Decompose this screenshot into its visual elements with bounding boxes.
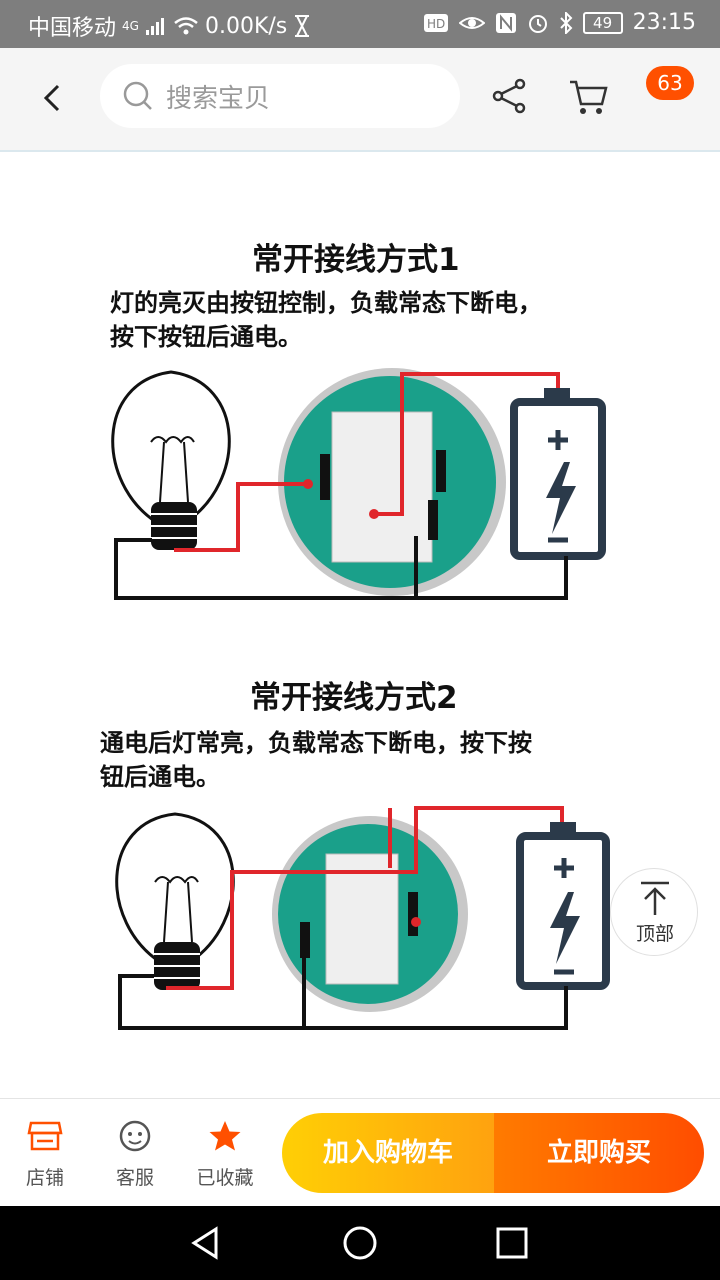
battery-level: 49 bbox=[593, 13, 613, 32]
nfc-icon bbox=[495, 12, 516, 33]
status-bar: 中国移动 4G 0.00K/s HD 49 23:15 bbox=[0, 0, 720, 48]
panel-1-desc-line1: 灯的亮灭由按钮控制，负载常态下断电， bbox=[110, 289, 542, 317]
nav-recents-icon[interactable] bbox=[492, 1223, 532, 1263]
service-icon bbox=[119, 1120, 151, 1152]
favorite-button[interactable]: 已收藏 bbox=[190, 1119, 260, 1190]
star-icon bbox=[209, 1121, 241, 1151]
nav-back-icon[interactable] bbox=[186, 1223, 226, 1263]
signal-icon bbox=[145, 18, 164, 35]
battery-indicator: 49 bbox=[582, 11, 623, 34]
shop-icon bbox=[27, 1121, 63, 1151]
arrow-up-icon bbox=[641, 881, 669, 915]
back-to-top-button[interactable]: 顶部 bbox=[610, 868, 698, 956]
chevron-left-icon bbox=[43, 84, 60, 112]
push-button-switch bbox=[272, 816, 468, 1012]
bulb-icon bbox=[115, 812, 235, 990]
carrier-label: 中国移动 bbox=[28, 16, 117, 41]
share-button[interactable] bbox=[490, 76, 530, 116]
panel-2-desc-line2: 钮后通电。 bbox=[100, 763, 220, 791]
product-detail-image: 常开接线方式1 灯的亮灭由按钮控制，负载常态下断电， 按下按钮后通电。 bbox=[0, 154, 720, 1098]
wiring-diagram-2 bbox=[115, 806, 610, 1030]
header: 搜索宝贝 63 bbox=[0, 48, 720, 152]
panel-2-title: 常开接线方式2 bbox=[250, 680, 458, 716]
wifi-icon bbox=[174, 17, 198, 35]
network-speed: 0.00K/s bbox=[204, 13, 288, 39]
hd-icon: HD bbox=[423, 13, 448, 32]
message-badge: 63 bbox=[646, 66, 694, 100]
back-button[interactable] bbox=[34, 78, 74, 118]
service-label: 客服 bbox=[115, 1167, 154, 1189]
panel-1-title: 常开接线方式1 bbox=[252, 242, 460, 278]
customer-service-button[interactable]: 客服 bbox=[100, 1119, 170, 1190]
eye-icon bbox=[458, 16, 485, 29]
system-nav-bar bbox=[0, 1206, 720, 1280]
wiring-panel-2: 常开接线方式2 通电后灯常亮，负载常态下断电，按下按 钮后通电。 bbox=[70, 642, 680, 1062]
nav-home-icon[interactable] bbox=[340, 1223, 380, 1263]
back-to-top-label: 顶部 bbox=[635, 923, 674, 945]
shop-button[interactable]: 店铺 bbox=[10, 1119, 80, 1190]
svg-text:HD: HD bbox=[427, 17, 445, 31]
favorite-label: 已收藏 bbox=[196, 1167, 254, 1189]
bluetooth-icon bbox=[559, 11, 573, 34]
search-input[interactable]: 搜索宝贝 bbox=[100, 64, 460, 128]
panel-1-desc-line2: 按下按钮后通电。 bbox=[110, 323, 302, 351]
bulb-icon bbox=[111, 370, 231, 550]
wiring-panel-1: 常开接线方式1 灯的亮灭由按钮控制，负载常态下断电， 按下按钮后通电。 bbox=[56, 202, 676, 632]
network-label: 4G bbox=[122, 19, 139, 33]
panel-2-desc-line1: 通电后灯常亮，负载常态下断电，按下按 bbox=[100, 729, 532, 757]
cart-icon bbox=[570, 80, 608, 114]
search-icon bbox=[123, 81, 152, 110]
wiring-diagram-1 bbox=[111, 368, 606, 600]
hourglass-icon bbox=[295, 15, 310, 37]
battery-icon bbox=[516, 822, 610, 990]
add-to-cart-button[interactable]: 加入购物车 bbox=[282, 1113, 494, 1193]
alarm-icon bbox=[528, 14, 547, 33]
bottom-action-bar: 店铺 客服 已收藏 加入购物车 立即购买 bbox=[0, 1098, 720, 1206]
clock: 23:15 bbox=[632, 10, 696, 35]
shop-label: 店铺 bbox=[25, 1167, 64, 1189]
search-placeholder: 搜索宝贝 bbox=[166, 83, 271, 114]
buy-now-button[interactable]: 立即购买 bbox=[494, 1113, 704, 1193]
share-icon bbox=[492, 78, 526, 114]
cart-button[interactable] bbox=[566, 76, 610, 116]
battery-icon bbox=[510, 388, 606, 560]
